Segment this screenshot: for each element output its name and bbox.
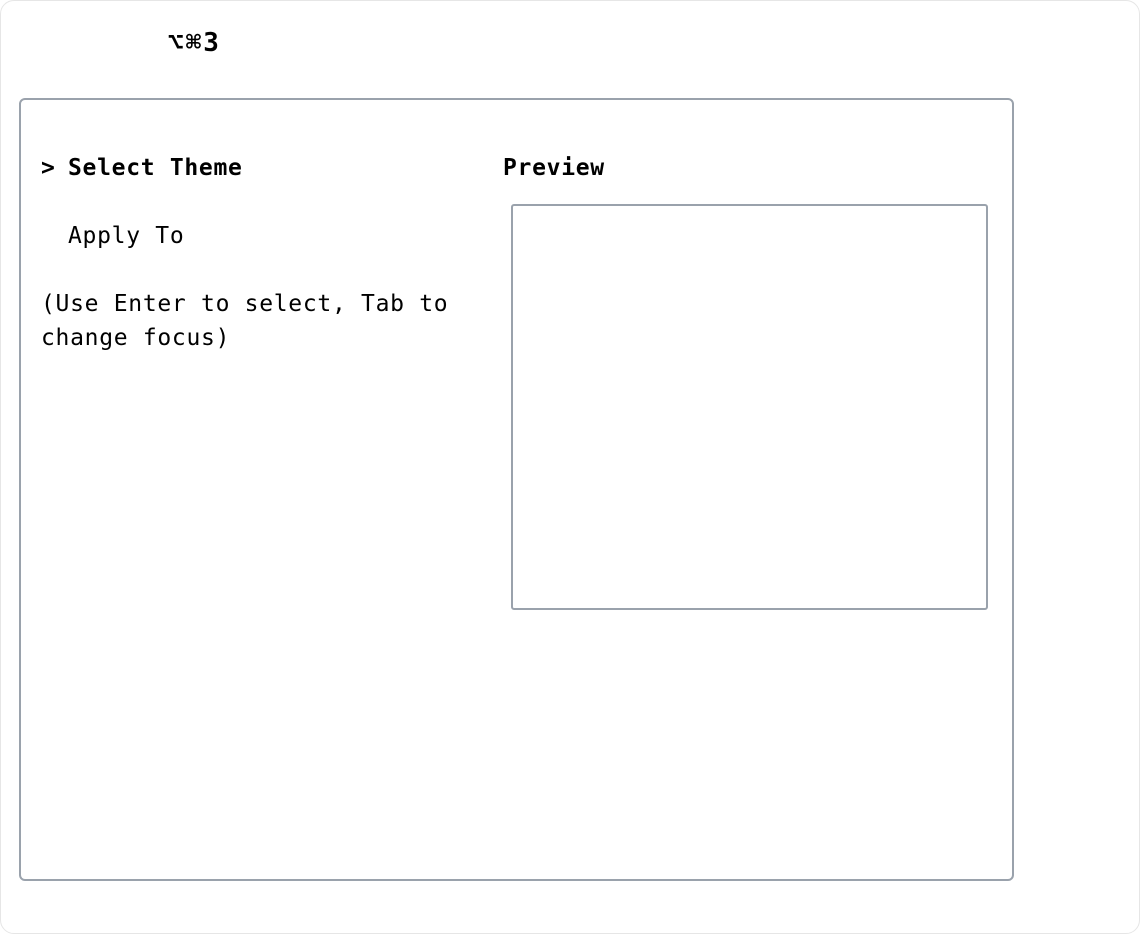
titlebar: ⌥⌘3	[30, 28, 221, 58]
hint-text-line1: (Use Enter to select, Tab to	[41, 291, 449, 317]
minimize-traffic-light-icon[interactable]	[68, 32, 90, 54]
close-traffic-light-icon[interactable]	[30, 32, 52, 54]
preview-box	[511, 204, 988, 610]
theme-list-header: > Select Theme	[41, 151, 448, 185]
main-panel: > Select Theme Apply To (Use Enter to se…	[19, 98, 1014, 881]
apply-to-label: Apply To	[68, 223, 185, 249]
apply-to-header: Apply To	[41, 219, 448, 253]
spacer	[41, 253, 448, 287]
hint-text-line2: change focus)	[41, 325, 231, 351]
left-column: > Select Theme Apply To (Use Enter to se…	[41, 151, 448, 355]
zoom-traffic-light-icon[interactable]	[106, 32, 128, 54]
window-title: ⌥⌘3	[168, 28, 221, 58]
unsaved-changes-dot-icon	[37, 39, 46, 48]
preview-label: Preview	[503, 155, 605, 181]
spacer	[41, 185, 448, 219]
theme-list-header-label: Select Theme	[68, 155, 243, 181]
pointer-icon: >	[41, 155, 56, 181]
